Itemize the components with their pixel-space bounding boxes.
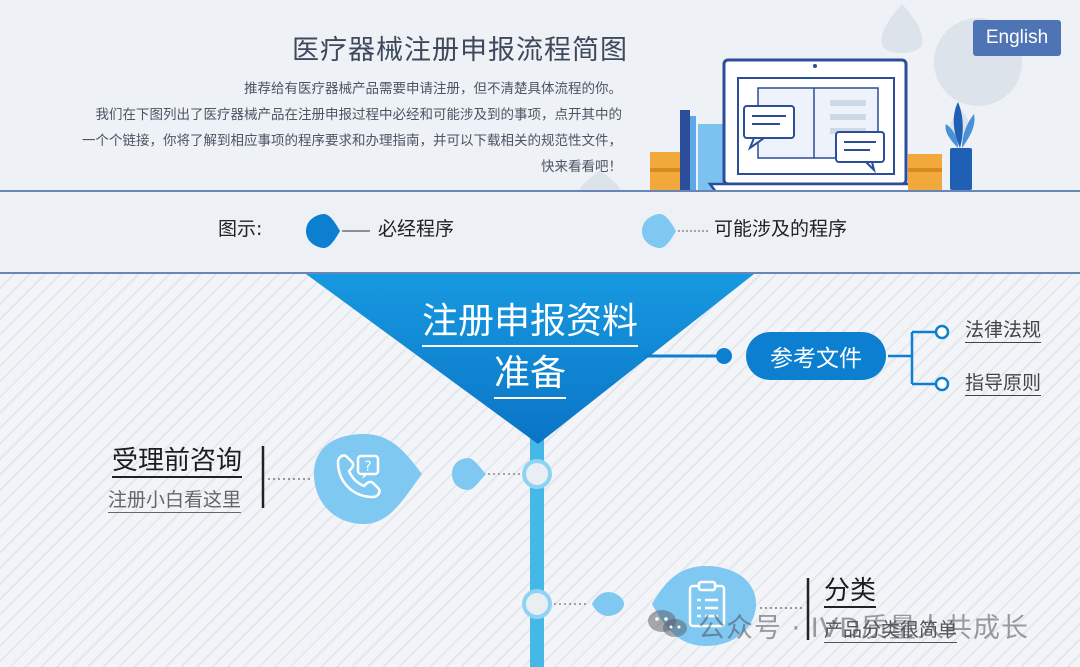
page-title: 医疗器械注册申报流程简图 bbox=[292, 35, 628, 66]
intro-line: 一个个链接，你将了解到相应事项的程序要求和办理指南，并可以下载相关的规范性文件， bbox=[82, 133, 622, 149]
prep-line2: 准备 bbox=[493, 351, 566, 399]
phone-question-icon: ? bbox=[336, 454, 381, 499]
reference-docs-button[interactable]: 参考文件 bbox=[746, 332, 886, 380]
flow-graphics bbox=[261, 274, 950, 667]
laws-regulations-link[interactable]: 法律法规 bbox=[965, 319, 1042, 343]
legend-label: 图示: bbox=[218, 218, 263, 240]
required-marker-icon bbox=[306, 214, 370, 248]
intro-text: 推荐给有医疗器械产品需要申请注册，但不清楚具体流程的你。 我们在下图列出了医疗器… bbox=[22, 76, 622, 180]
prep-line1: 注册申报资料 bbox=[421, 299, 638, 347]
legend-divider bbox=[0, 272, 1080, 274]
english-button[interactable]: English bbox=[973, 20, 1061, 56]
intro-line: 我们在下图列出了医疗器械产品在注册申报过程中必经和可能涉及到的事项，点开其中的 bbox=[95, 107, 623, 123]
pre-acceptance-consult-title[interactable]: 受理前咨询 bbox=[112, 446, 243, 478]
laptop-illustration bbox=[650, 58, 975, 194]
beginner-guide-link[interactable]: 注册小白看这里 bbox=[108, 489, 242, 513]
header-divider bbox=[0, 190, 1080, 192]
clipboard-list-icon bbox=[688, 580, 726, 628]
legend: 图示: 必经程序 可能涉及的程序 bbox=[0, 192, 1080, 272]
optional-marker-icon bbox=[642, 214, 708, 248]
header: 医疗器械注册申报流程简图 推荐给有医疗器械产品需要申请注册，但不清楚具体流程的你… bbox=[0, 0, 1080, 194]
classification-title[interactable]: 分类 bbox=[824, 576, 877, 608]
guidelines-link[interactable]: 指导原则 bbox=[965, 372, 1042, 396]
wechat-icon bbox=[648, 610, 687, 637]
prep-materials-title[interactable]: 注册申报资料 准备 bbox=[380, 296, 680, 400]
svg-text:?: ? bbox=[364, 459, 371, 475]
watermark-text: 公众号 · IVD质量人共成长 bbox=[698, 613, 1029, 644]
intro-line: 快来看看吧！ bbox=[541, 159, 622, 175]
legend-optional-text: 可能涉及的程序 bbox=[714, 218, 848, 240]
intro-line: 推荐给有医疗器械产品需要申请注册，但不清楚具体流程的你。 bbox=[244, 81, 622, 97]
legend-required-text: 必经程序 bbox=[378, 218, 455, 240]
classification-link[interactable]: 产品分类很简单 bbox=[824, 619, 958, 643]
